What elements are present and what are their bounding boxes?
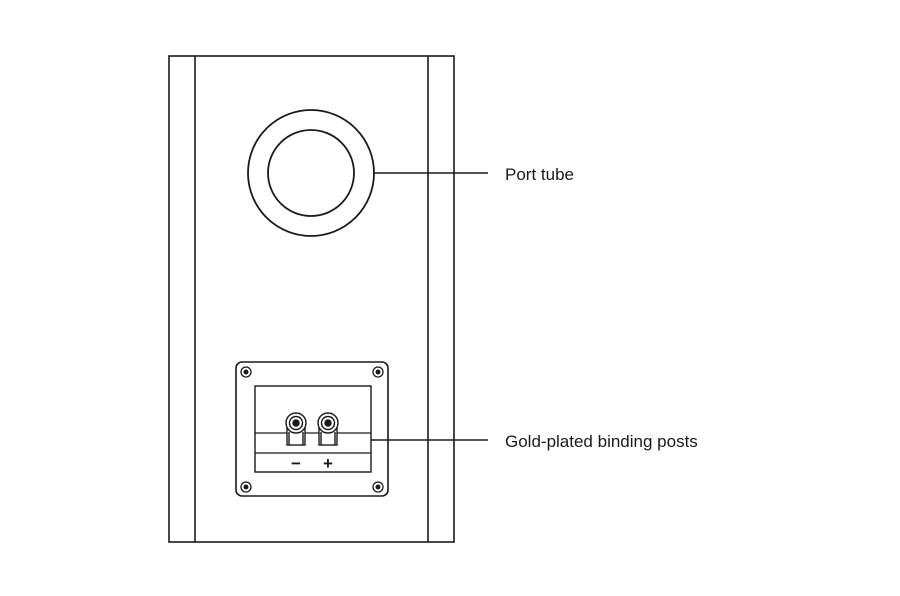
screw-top-right [372,366,384,378]
port-tube-label: Port tube [505,165,574,184]
screw-bottom-right [372,481,384,493]
screw-bottom-left [240,481,252,493]
port-tube-outer-ring [247,109,375,237]
terminal-plate-outer [235,361,389,497]
speaker-cabinet [168,55,455,543]
port-tube [247,109,375,237]
binding-posts-label: Gold-plated binding posts [505,432,698,451]
negative-polarity-label: − [291,454,301,473]
port-tube-opening [267,129,355,217]
binding-post-negative [285,412,307,446]
positive-polarity-label: + [323,454,333,473]
cabinet-outline [168,55,455,543]
terminal-plate: − + [235,361,389,497]
screw-top-left [240,366,252,378]
terminal-recess [254,385,372,473]
binding-post-positive [317,412,339,446]
